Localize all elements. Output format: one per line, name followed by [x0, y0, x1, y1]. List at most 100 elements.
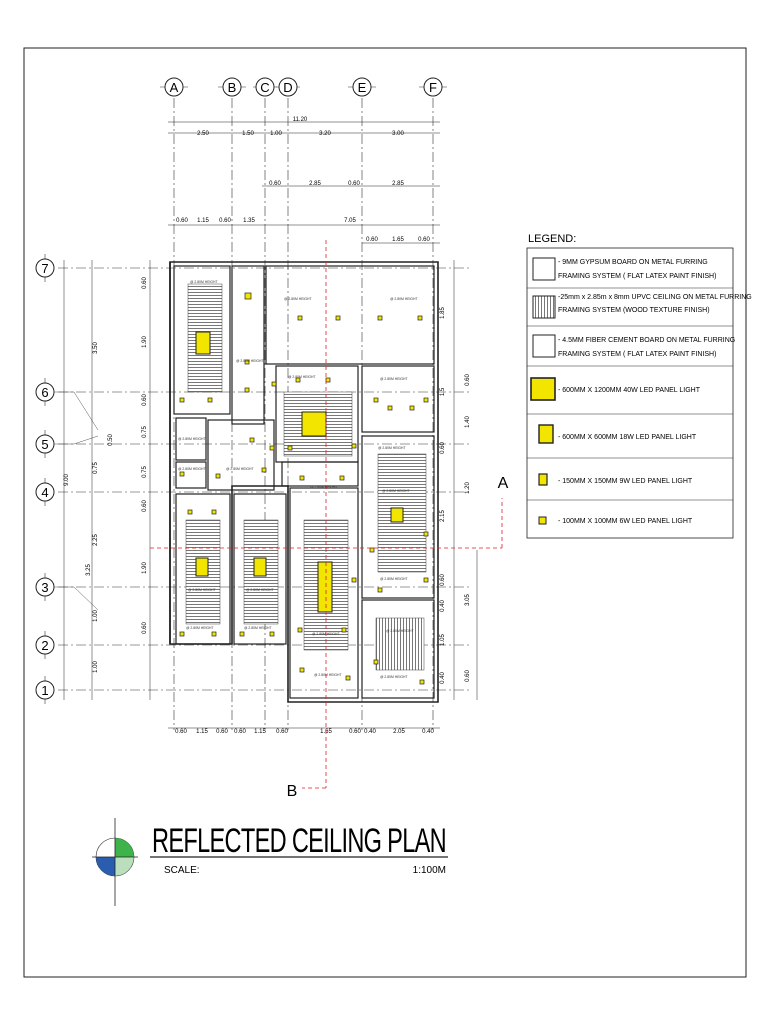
- legend-text: -25mm x 2.85m x 8mm UPVC CEILING ON META…: [558, 294, 752, 301]
- grid-col-label: A: [170, 80, 179, 95]
- dim-left: 3.25: [86, 564, 92, 576]
- legend-text: FRAMING SYSTEM (WOOD TEXTURE FINISH): [558, 307, 710, 314]
- dim-right-inner: 1.40: [465, 416, 471, 428]
- dim-top-bay: 3.20: [319, 131, 331, 137]
- dim-left-total: 9.00: [64, 474, 70, 486]
- dim-left: 0.50: [108, 434, 114, 446]
- grid-row-label: 3: [41, 580, 48, 595]
- ceiling-height-note: @ 2.80M HEIGHT: [190, 280, 218, 284]
- led-lights: [195, 331, 404, 613]
- dim-left: 1.00: [93, 610, 99, 622]
- dim-bottom: 0.60: [175, 729, 187, 735]
- grid-col-label: D: [283, 80, 292, 95]
- light-tiny-icon: [538, 516, 547, 525]
- grid-col-c: C: [253, 77, 277, 97]
- drawing-title: REFLECTED CEILING PLAN: [152, 822, 446, 860]
- grid-row-label: 1: [41, 683, 48, 698]
- ceiling-height-note: @ 2.80M HEIGHT: [310, 485, 338, 489]
- dim-top-bay: 1.50: [242, 131, 254, 137]
- sheet-border: [23, 47, 747, 978]
- dim-top-right: 0.60: [418, 237, 430, 243]
- legend-text: - 600MM X 600MM 18W LED PANEL LIGHT: [558, 434, 697, 441]
- grid-row-6: 6: [35, 378, 55, 406]
- ceiling-height-note: @ 2.80M HEIGHT: [382, 489, 410, 493]
- legend-title: LEGEND:: [528, 233, 576, 245]
- dim-upper: 2.85: [309, 181, 321, 187]
- ceiling-height-note: @ 2.80M HEIGHT: [380, 577, 408, 581]
- ceiling-height-note: @ 2.80M HEIGHT: [178, 437, 206, 441]
- dim-top-left: 0.60: [176, 218, 188, 224]
- legend-text: FRAMING SYSTEM ( FLAT LATEX PAINT FINISH…: [558, 273, 716, 280]
- grid-row-label: 7: [41, 261, 48, 276]
- light-large-icon: [530, 377, 556, 401]
- legend-text: - 9MM GYPSUM BOARD ON METAL FURRING: [558, 259, 708, 266]
- dim-right-inner: 1.85: [440, 307, 446, 319]
- legend-item-upvc: -25mm x 2.85m x 8mm UPVC CEILING ON META…: [532, 294, 752, 319]
- grid-row-label: 4: [41, 485, 48, 500]
- dim-bottom: 0.60: [216, 729, 228, 735]
- dim-left-inner: 1.90: [142, 562, 148, 574]
- legend-text: FRAMING SYSTEM ( FLAT LATEX PAINT FINISH…: [558, 351, 716, 358]
- dim-right-inner: 1.20: [465, 482, 471, 494]
- ceiling-height-notes: @ 2.80M HEIGHT @ 2.80M HEIGHT @ 2.80M HE…: [178, 280, 418, 679]
- dim-left: 3.50: [93, 342, 99, 354]
- dim-top-mid: 7.05: [344, 218, 356, 224]
- dim-bottom: 0.60: [234, 729, 246, 735]
- ceiling-height-note: @ 2.80M HEIGHT: [178, 467, 206, 471]
- dim-top-left: 1.15: [197, 218, 209, 224]
- dim-top-bay: 2.50: [197, 131, 209, 137]
- dim-left-inner: 0.60: [142, 622, 148, 634]
- ceiling-height-note: @ 2.80M HEIGHT: [378, 446, 406, 450]
- section-marker-label: A: [498, 475, 509, 492]
- dim-right-inner: 1.05: [440, 634, 446, 646]
- dim-left: 1.00: [93, 661, 99, 673]
- dim-top-right: 1.65: [392, 237, 404, 243]
- dim-bottom: 0.40: [364, 729, 376, 735]
- dim-total: 11.20: [293, 117, 308, 123]
- section-marker-a: A: [498, 475, 509, 492]
- led-panel-light-medium: [253, 557, 267, 577]
- legend-swatch-plain: [532, 257, 556, 281]
- grid-row-5: 5: [35, 430, 55, 458]
- ceiling-height-note: @ 2.80M HEIGHT: [186, 626, 214, 630]
- grid-col-label: E: [358, 80, 367, 95]
- grid-col-label: C: [260, 80, 269, 95]
- legend-item-led-150x150: - 150MM X 150MM 9W LED PANEL LIGHT: [538, 473, 693, 486]
- ceiling-height-note: @ 2.80M HEIGHT: [380, 675, 408, 679]
- dimension-lines: [63, 121, 478, 729]
- dim-right-inner: 0.60: [465, 670, 471, 682]
- grid-col-a: A: [160, 77, 188, 97]
- scale-value: 1:100M: [413, 865, 446, 876]
- section-lines: [150, 240, 503, 789]
- scale-label: SCALE:: [164, 865, 200, 876]
- vertical-dimension-texts: 3.50 0.50 0.75 2.25 3.25 1.00 1.00 9.00 …: [64, 277, 471, 684]
- dim-left-inner: 1.90: [142, 336, 148, 348]
- dim-top-right: 0.60: [366, 237, 378, 243]
- dim-right-inner: 0.60: [440, 442, 446, 454]
- dim-top-left: 0.60: [219, 218, 231, 224]
- dim-left-inner: 0.60: [142, 500, 148, 512]
- light-medium-icon: [538, 424, 554, 444]
- dim-left-inner: 0.60: [142, 394, 148, 406]
- dim-right-inner: 0.40: [440, 672, 446, 684]
- legend-item-gypsum: - 9MM GYPSUM BOARD ON METAL FURRING FRAM…: [532, 257, 716, 281]
- grid-col-f: F: [419, 77, 447, 97]
- legend: LEGEND: - 9MM GYPSUM BOARD ON METAL FURR…: [526, 233, 752, 539]
- grid-row-4: 4: [35, 478, 55, 506]
- grid-row-2: 2: [35, 631, 55, 659]
- led-panel-light-medium: [390, 507, 404, 523]
- led-panel-light-medium: [195, 331, 211, 355]
- ceiling-height-note: @ 2.80M HEIGHT: [236, 359, 264, 363]
- legend-text: - 4.5MM FIBER CEMENT BOARD ON METAL FURR…: [558, 337, 735, 344]
- grid-col-label: B: [228, 80, 237, 95]
- grid-row-1: 1: [35, 676, 55, 704]
- ceiling-height-note: @ 2.80M HEIGHT: [244, 626, 272, 630]
- grid-row-3: 3: [35, 573, 55, 601]
- ceiling-height-note: @ 2.80M HEIGHT: [380, 377, 408, 381]
- ceiling-height-note: @ 2.80M HEIGHT: [226, 467, 254, 471]
- dim-upper: 0.60: [269, 181, 281, 187]
- dim-left-inner: 0.75: [142, 466, 148, 478]
- dim-top-bay: 3.00: [392, 131, 404, 137]
- dim-left: 2.25: [93, 534, 99, 546]
